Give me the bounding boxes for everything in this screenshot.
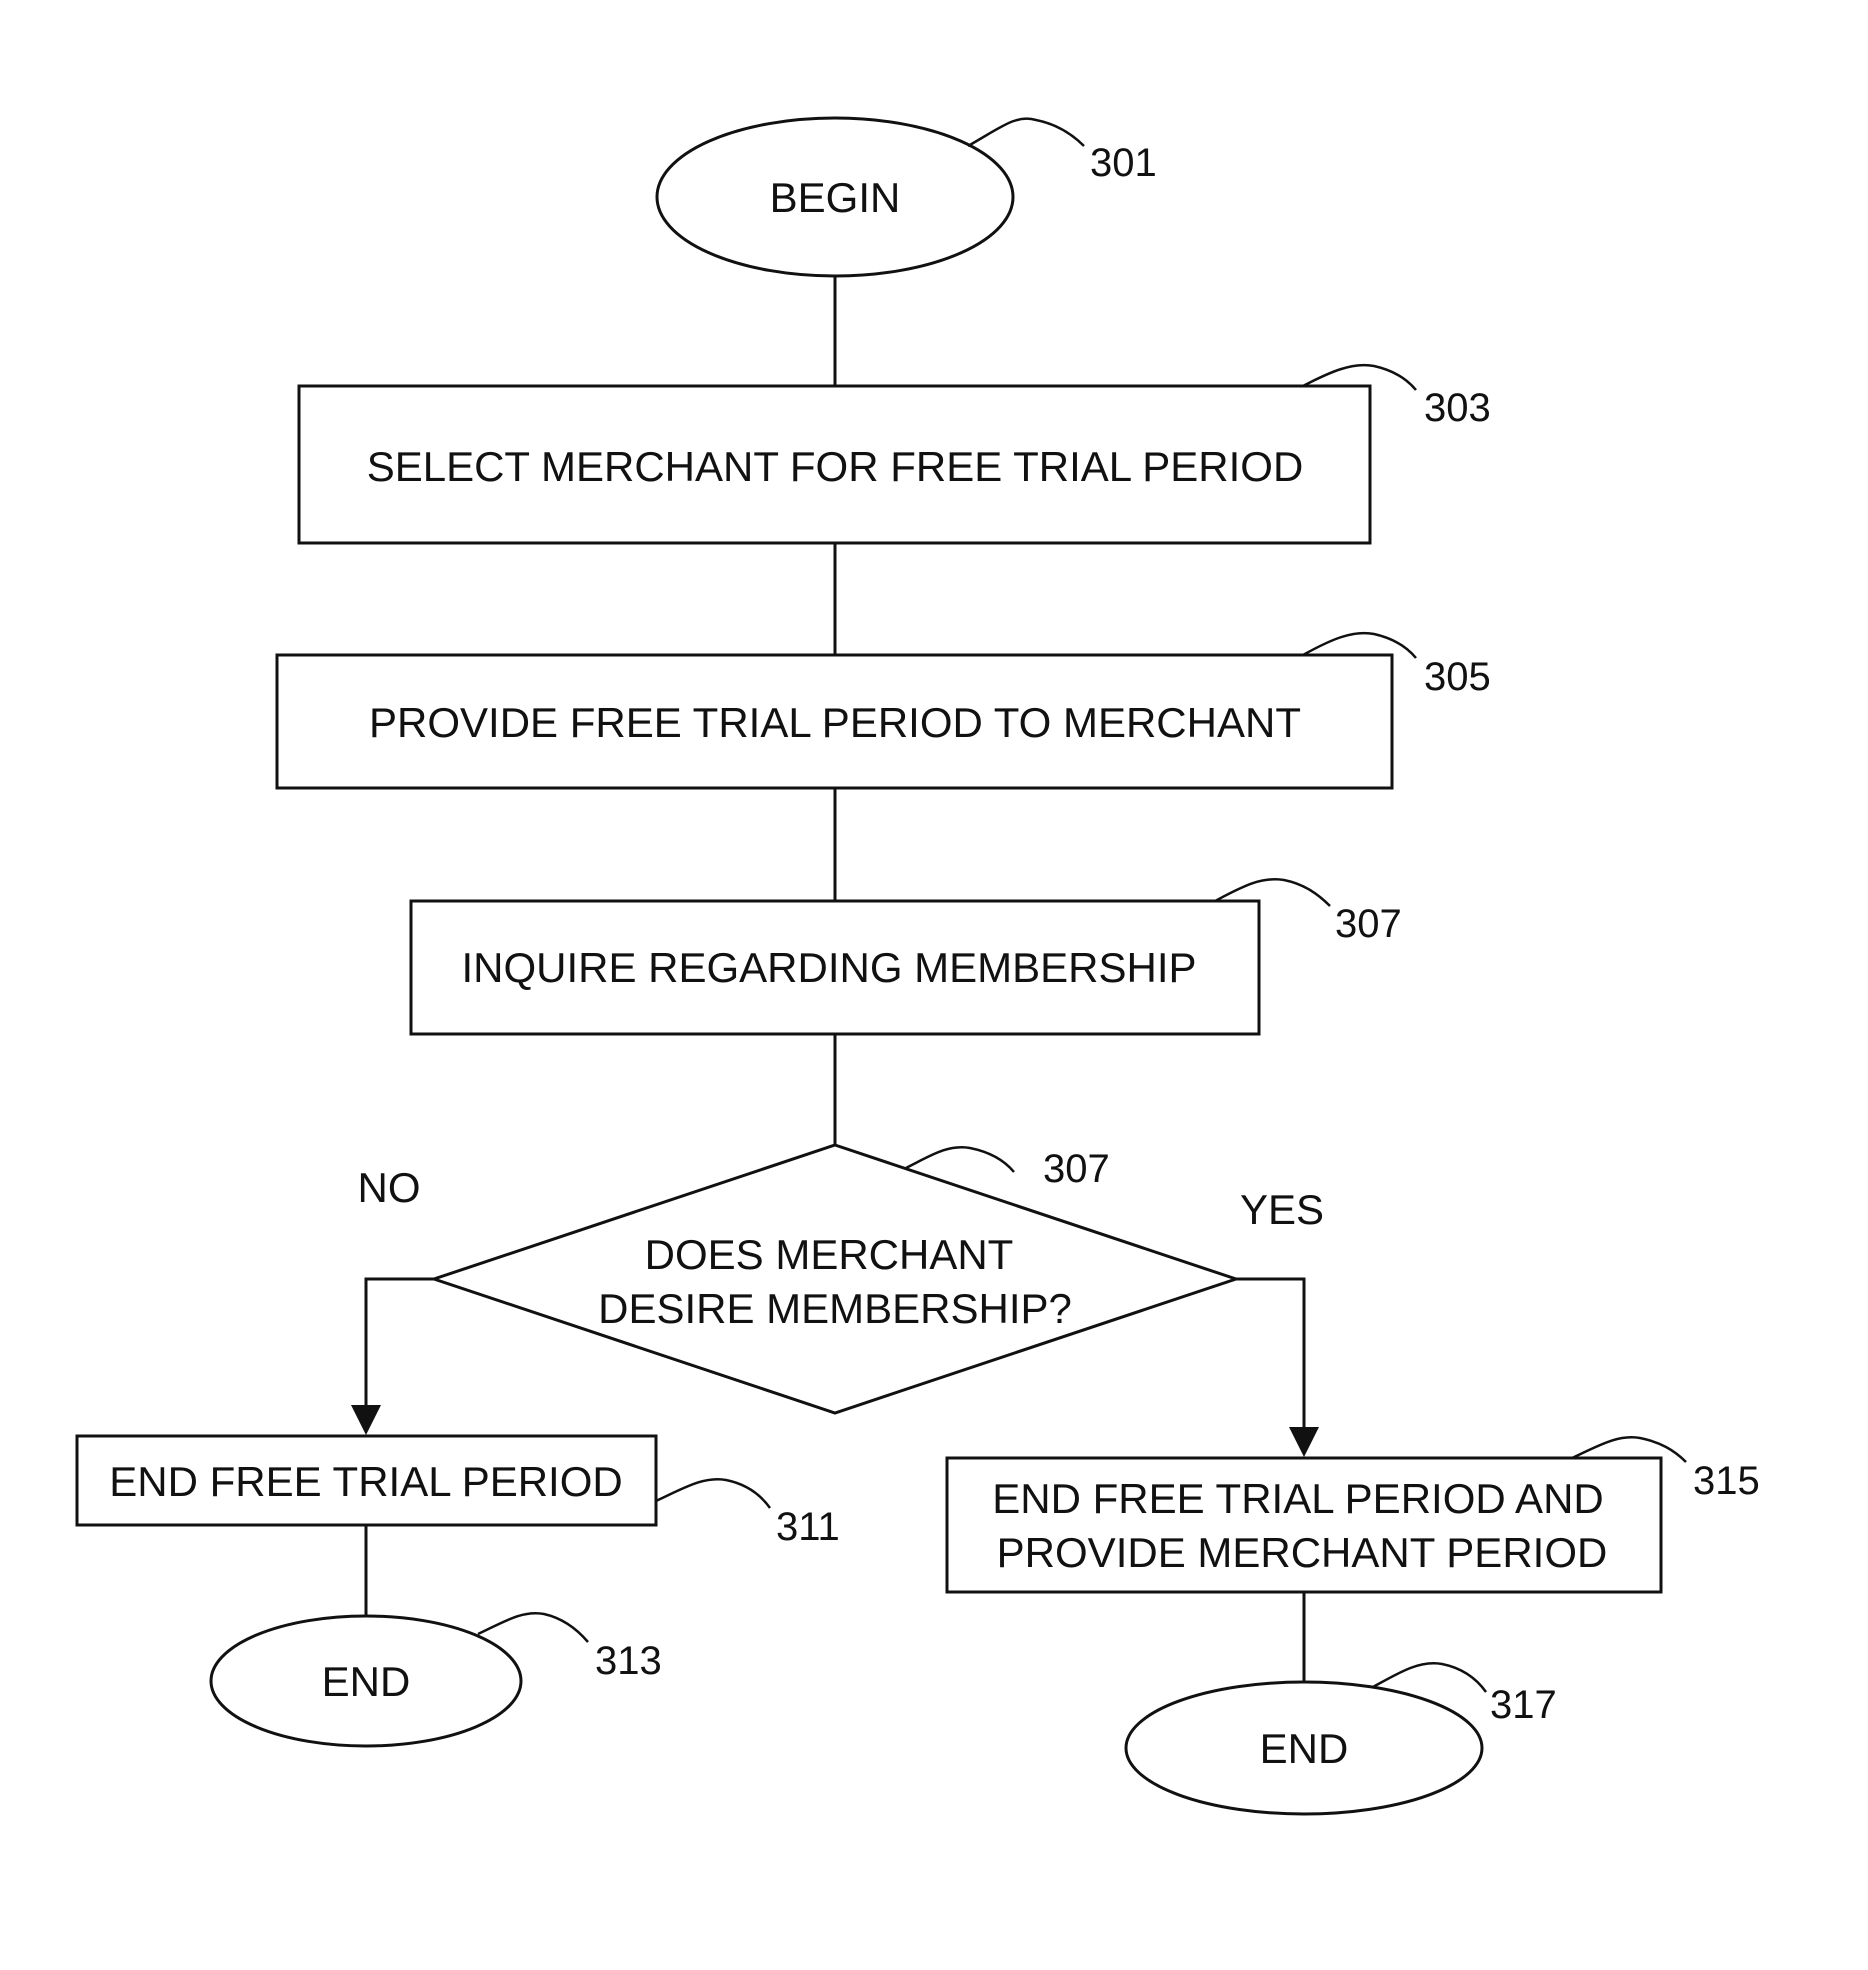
connector-yes-branch-arrow	[1236, 1279, 1304, 1454]
ref-317: 317	[1490, 1683, 1557, 1727]
ref-315: 315	[1693, 1459, 1760, 1503]
branch-no-label: NO	[358, 1164, 421, 1211]
end-terminal-left: END	[211, 1616, 521, 1746]
leader-313	[478, 1613, 588, 1642]
ref-311: 311	[776, 1505, 840, 1549]
leader-307-decision	[906, 1147, 1014, 1172]
leader-301	[968, 119, 1084, 146]
decision-label-line1: DOES MERCHANT	[645, 1231, 1014, 1278]
process-select-merchant: SELECT MERCHANT FOR FREE TRIAL PERIOD	[299, 386, 1370, 543]
process-provide-free-trial: PROVIDE FREE TRIAL PERIOD TO MERCHANT	[277, 655, 1392, 788]
process-end-trial-provide-merchant-period: END FREE TRIAL PERIOD AND PROVIDE MERCHA…	[947, 1458, 1661, 1592]
process-inquire-membership: INQUIRE REGARDING MEMBERSHIP	[411, 901, 1259, 1034]
leader-311	[656, 1479, 770, 1508]
begin-terminal: BEGIN	[657, 118, 1013, 276]
begin-label: BEGIN	[770, 174, 901, 221]
ref-307-decision: 307	[1043, 1147, 1110, 1191]
ref-307-inquire: 307	[1335, 902, 1402, 946]
ref-301: 301	[1090, 141, 1157, 185]
decision-desire-membership: DOES MERCHANT DESIRE MEMBERSHIP?	[434, 1145, 1236, 1413]
decision-label-line2: DESIRE MEMBERSHIP?	[598, 1285, 1072, 1332]
end-free-trial-label: END FREE TRIAL PERIOD	[109, 1458, 622, 1505]
end-right-label: END	[1260, 1725, 1349, 1772]
end-left-label: END	[322, 1658, 411, 1705]
ref-313: 313	[595, 1639, 662, 1683]
provide-free-trial-label: PROVIDE FREE TRIAL PERIOD TO MERCHANT	[369, 699, 1301, 746]
inquire-membership-label: INQUIRE REGARDING MEMBERSHIP	[461, 944, 1196, 991]
end-terminal-right: END	[1126, 1682, 1482, 1814]
leader-317	[1373, 1663, 1486, 1692]
ref-303: 303	[1424, 386, 1491, 430]
process-end-free-trial: END FREE TRIAL PERIOD	[77, 1436, 656, 1525]
select-merchant-label: SELECT MERCHANT FOR FREE TRIAL PERIOD	[367, 443, 1304, 490]
end-trial-provide-label-line2: PROVIDE MERCHANT PERIOD	[997, 1529, 1608, 1576]
connector-no-branch-arrow	[366, 1279, 434, 1432]
ref-305: 305	[1424, 655, 1491, 699]
end-trial-provide-label-line1: END FREE TRIAL PERIOD AND	[992, 1475, 1603, 1522]
branch-yes-label: YES	[1240, 1186, 1324, 1233]
